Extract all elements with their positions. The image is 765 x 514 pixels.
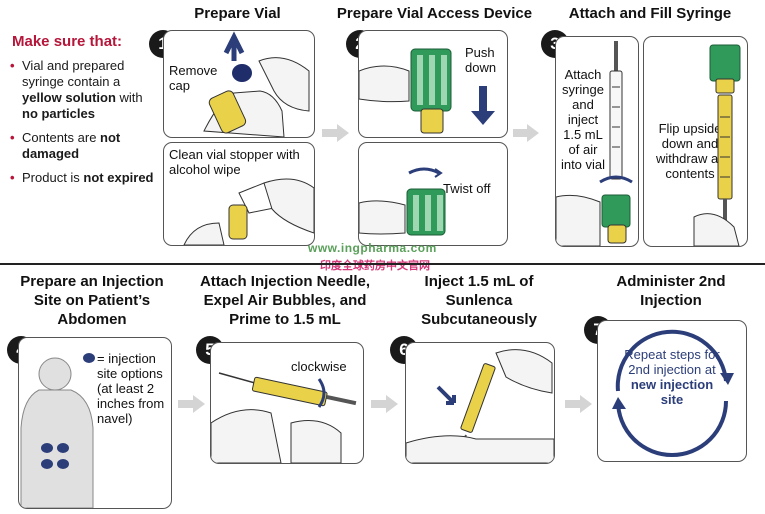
body-illustration bbox=[20, 353, 95, 508]
make-sure-heading: Make sure that: bbox=[12, 33, 123, 50]
step-3-panel-flip-withdraw: Flip upside down and withdraw all conten… bbox=[643, 36, 748, 247]
flow-arrow bbox=[580, 395, 592, 413]
flip-withdraw-label: Flip upside down and withdraw all conten… bbox=[656, 121, 724, 181]
step-1-panel-remove-cap: Remove cap bbox=[163, 30, 315, 138]
step-2-panel-twist-off: Twist off bbox=[358, 142, 508, 246]
step-3-title: Attach and Fill Syringe bbox=[568, 5, 732, 22]
step-6-panel-inject bbox=[405, 342, 555, 464]
step-1-panel-clean-stopper: Clean vial stopper with alcohol wipe bbox=[163, 142, 315, 246]
access-device-illustration bbox=[359, 48, 495, 134]
flow-arrow bbox=[527, 124, 539, 142]
clean-stopper-label: Clean vial stopper with alcohol wipe bbox=[169, 147, 300, 177]
push-down-label: Push down bbox=[465, 45, 497, 75]
clockwise-label: clockwise bbox=[291, 359, 347, 374]
repeat-text: Repeat steps for 2nd injection at new in… bbox=[624, 347, 720, 407]
vial-illustration bbox=[203, 31, 310, 137]
step-4-panel-abdomen: = injection site options (at least 2 inc… bbox=[18, 337, 172, 509]
watermark-cn: 印度全球药房中文官网 bbox=[320, 260, 430, 272]
needle-prime-illustration bbox=[211, 372, 357, 463]
syringe-fill-illustration bbox=[556, 41, 633, 246]
step-5-panel-prime: clockwise bbox=[210, 342, 364, 464]
make-sure-list: • Vial and prepared syringe contain a ye… bbox=[10, 58, 160, 194]
step-7-panel-repeat: Repeat steps for 2nd injection at new in… bbox=[597, 320, 747, 462]
make-sure-item: • Vial and prepared syringe contain a ye… bbox=[10, 58, 143, 121]
twist-off-label: Twist off bbox=[443, 181, 491, 196]
make-sure-item: • Contents are not damaged bbox=[10, 130, 121, 161]
remove-cap-label: Remove cap bbox=[169, 63, 218, 93]
step-2-title: Prepare Vial Access Device bbox=[336, 5, 533, 22]
step-7-title: Administer 2nd Injection bbox=[616, 273, 726, 309]
repeat-cycle-icon bbox=[612, 329, 734, 457]
watermark-url: www.ingpharma.com bbox=[308, 241, 437, 255]
injection-site-legend: = injection site options (at least 2 inc… bbox=[97, 351, 165, 426]
wipe-illustration bbox=[183, 178, 314, 245]
step-4-title: Prepare an Injection Site on Patient’s A… bbox=[20, 273, 164, 328]
section-divider bbox=[0, 263, 765, 265]
step-1-title: Prepare Vial bbox=[194, 5, 281, 22]
make-sure-item: • Product is not expired bbox=[10, 170, 154, 185]
step-3-panel-attach-syringe: Attach syringe and inject 1.5 mL of air … bbox=[555, 36, 639, 247]
flow-arrow bbox=[337, 124, 349, 142]
step-2-panel-push-down: Push down bbox=[358, 30, 508, 138]
twist-off-illustration bbox=[359, 167, 446, 236]
attach-syringe-label: Attach syringe and inject 1.5 mL of air … bbox=[560, 67, 606, 172]
step-5-title: Attach Injection Needle, Expel Air Bubbl… bbox=[199, 273, 371, 328]
flow-arrow bbox=[193, 395, 205, 413]
flow-arrow bbox=[386, 395, 398, 413]
step-6-title: Inject 1.5 mL of Sunlenca Subcutaneously bbox=[421, 273, 537, 328]
injection-illustration bbox=[406, 349, 554, 463]
syringe-withdraw-illustration bbox=[693, 44, 741, 246]
